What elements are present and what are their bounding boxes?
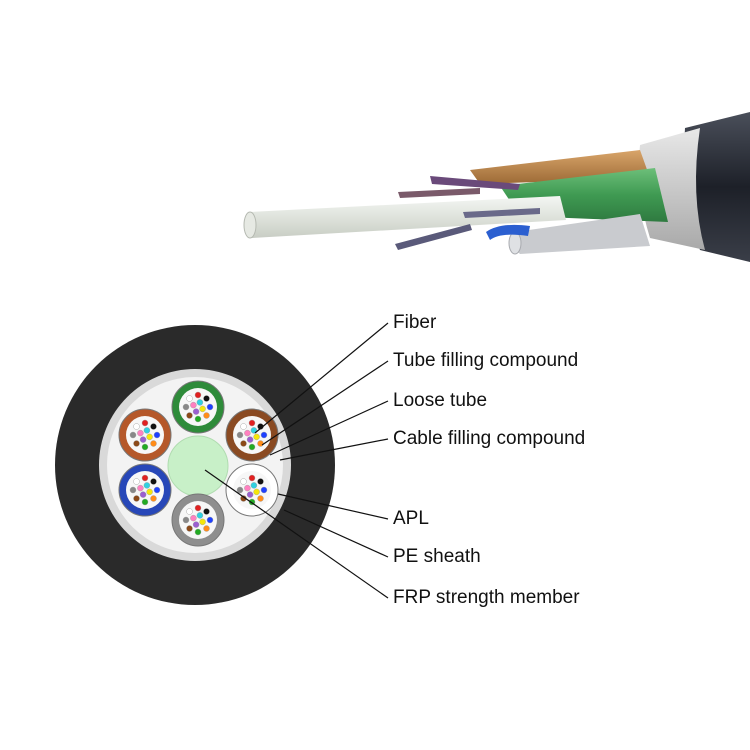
fiber — [249, 475, 255, 481]
fiber — [195, 416, 201, 422]
fiber — [237, 487, 243, 493]
fiber — [151, 424, 157, 430]
label-pe-sheath: PE sheath — [393, 546, 481, 568]
fiber — [200, 519, 206, 525]
fiber — [258, 441, 264, 447]
loose-tube-1 — [172, 381, 224, 433]
fiber — [142, 420, 148, 426]
fiber — [151, 441, 157, 447]
fiber — [204, 526, 210, 532]
label-frp-strength-member: FRP strength member — [393, 587, 580, 609]
fiber — [134, 441, 140, 447]
fiber — [241, 479, 247, 485]
fiber — [134, 479, 140, 485]
label-tube-filling-compound: Tube filling compound — [393, 350, 578, 372]
fiber — [142, 444, 148, 450]
fiber — [254, 489, 260, 495]
fiber — [193, 409, 199, 415]
fiber — [187, 526, 193, 532]
fiber — [137, 430, 143, 436]
label-cable-filling-compound: Cable filling compound — [393, 428, 585, 450]
fiber — [204, 396, 210, 402]
fiber — [195, 505, 201, 511]
fiber — [140, 437, 146, 443]
fiber — [241, 424, 247, 430]
fiber — [193, 522, 199, 528]
fiber — [247, 492, 253, 498]
fiber — [183, 404, 189, 410]
label-loose-tube: Loose tube — [393, 390, 487, 412]
fiber — [151, 479, 157, 485]
fiber — [134, 424, 140, 430]
fiber — [187, 396, 193, 402]
fiber — [244, 485, 250, 491]
label-fiber: Fiber — [393, 312, 436, 334]
fiber — [197, 399, 203, 405]
fiber — [244, 430, 250, 436]
fiber — [144, 482, 150, 488]
loose-tube-3 — [226, 409, 278, 461]
fiber — [261, 487, 267, 493]
fiber — [187, 413, 193, 419]
fiber — [137, 485, 143, 491]
fiber — [258, 479, 264, 485]
fiber — [197, 512, 203, 518]
fiber — [183, 517, 189, 523]
fiber — [130, 432, 136, 438]
fiber — [142, 499, 148, 505]
fiber — [247, 437, 253, 443]
label-apl: APL — [393, 508, 429, 530]
fiber — [254, 434, 260, 440]
fiber — [241, 441, 247, 447]
cable-cross-section — [0, 300, 750, 750]
loose-tube-6 — [172, 494, 224, 546]
fiber — [187, 509, 193, 515]
fiber — [130, 487, 136, 493]
fiber — [200, 406, 206, 412]
fiber — [207, 517, 213, 523]
fiber — [151, 496, 157, 502]
fiber — [249, 444, 255, 450]
fiber — [204, 509, 210, 515]
fiber — [142, 475, 148, 481]
fiber — [207, 404, 213, 410]
fiber — [154, 487, 160, 493]
fiber — [204, 413, 210, 419]
fiber — [190, 402, 196, 408]
fiber — [251, 482, 257, 488]
fiber — [195, 392, 201, 398]
fiber — [261, 432, 267, 438]
fiber — [190, 515, 196, 521]
fiber — [258, 496, 264, 502]
fiber — [140, 492, 146, 498]
fiber — [144, 427, 150, 433]
fiber — [237, 432, 243, 438]
fiber — [195, 529, 201, 535]
fiber — [147, 489, 153, 495]
frp-strength-member-core — [168, 436, 228, 496]
cable-photo — [0, 0, 750, 300]
loose-tube-4 — [119, 464, 171, 516]
fiber — [249, 420, 255, 426]
fiber — [154, 432, 160, 438]
loose-tube-2 — [119, 409, 171, 461]
fiber — [147, 434, 153, 440]
fiber — [134, 496, 140, 502]
